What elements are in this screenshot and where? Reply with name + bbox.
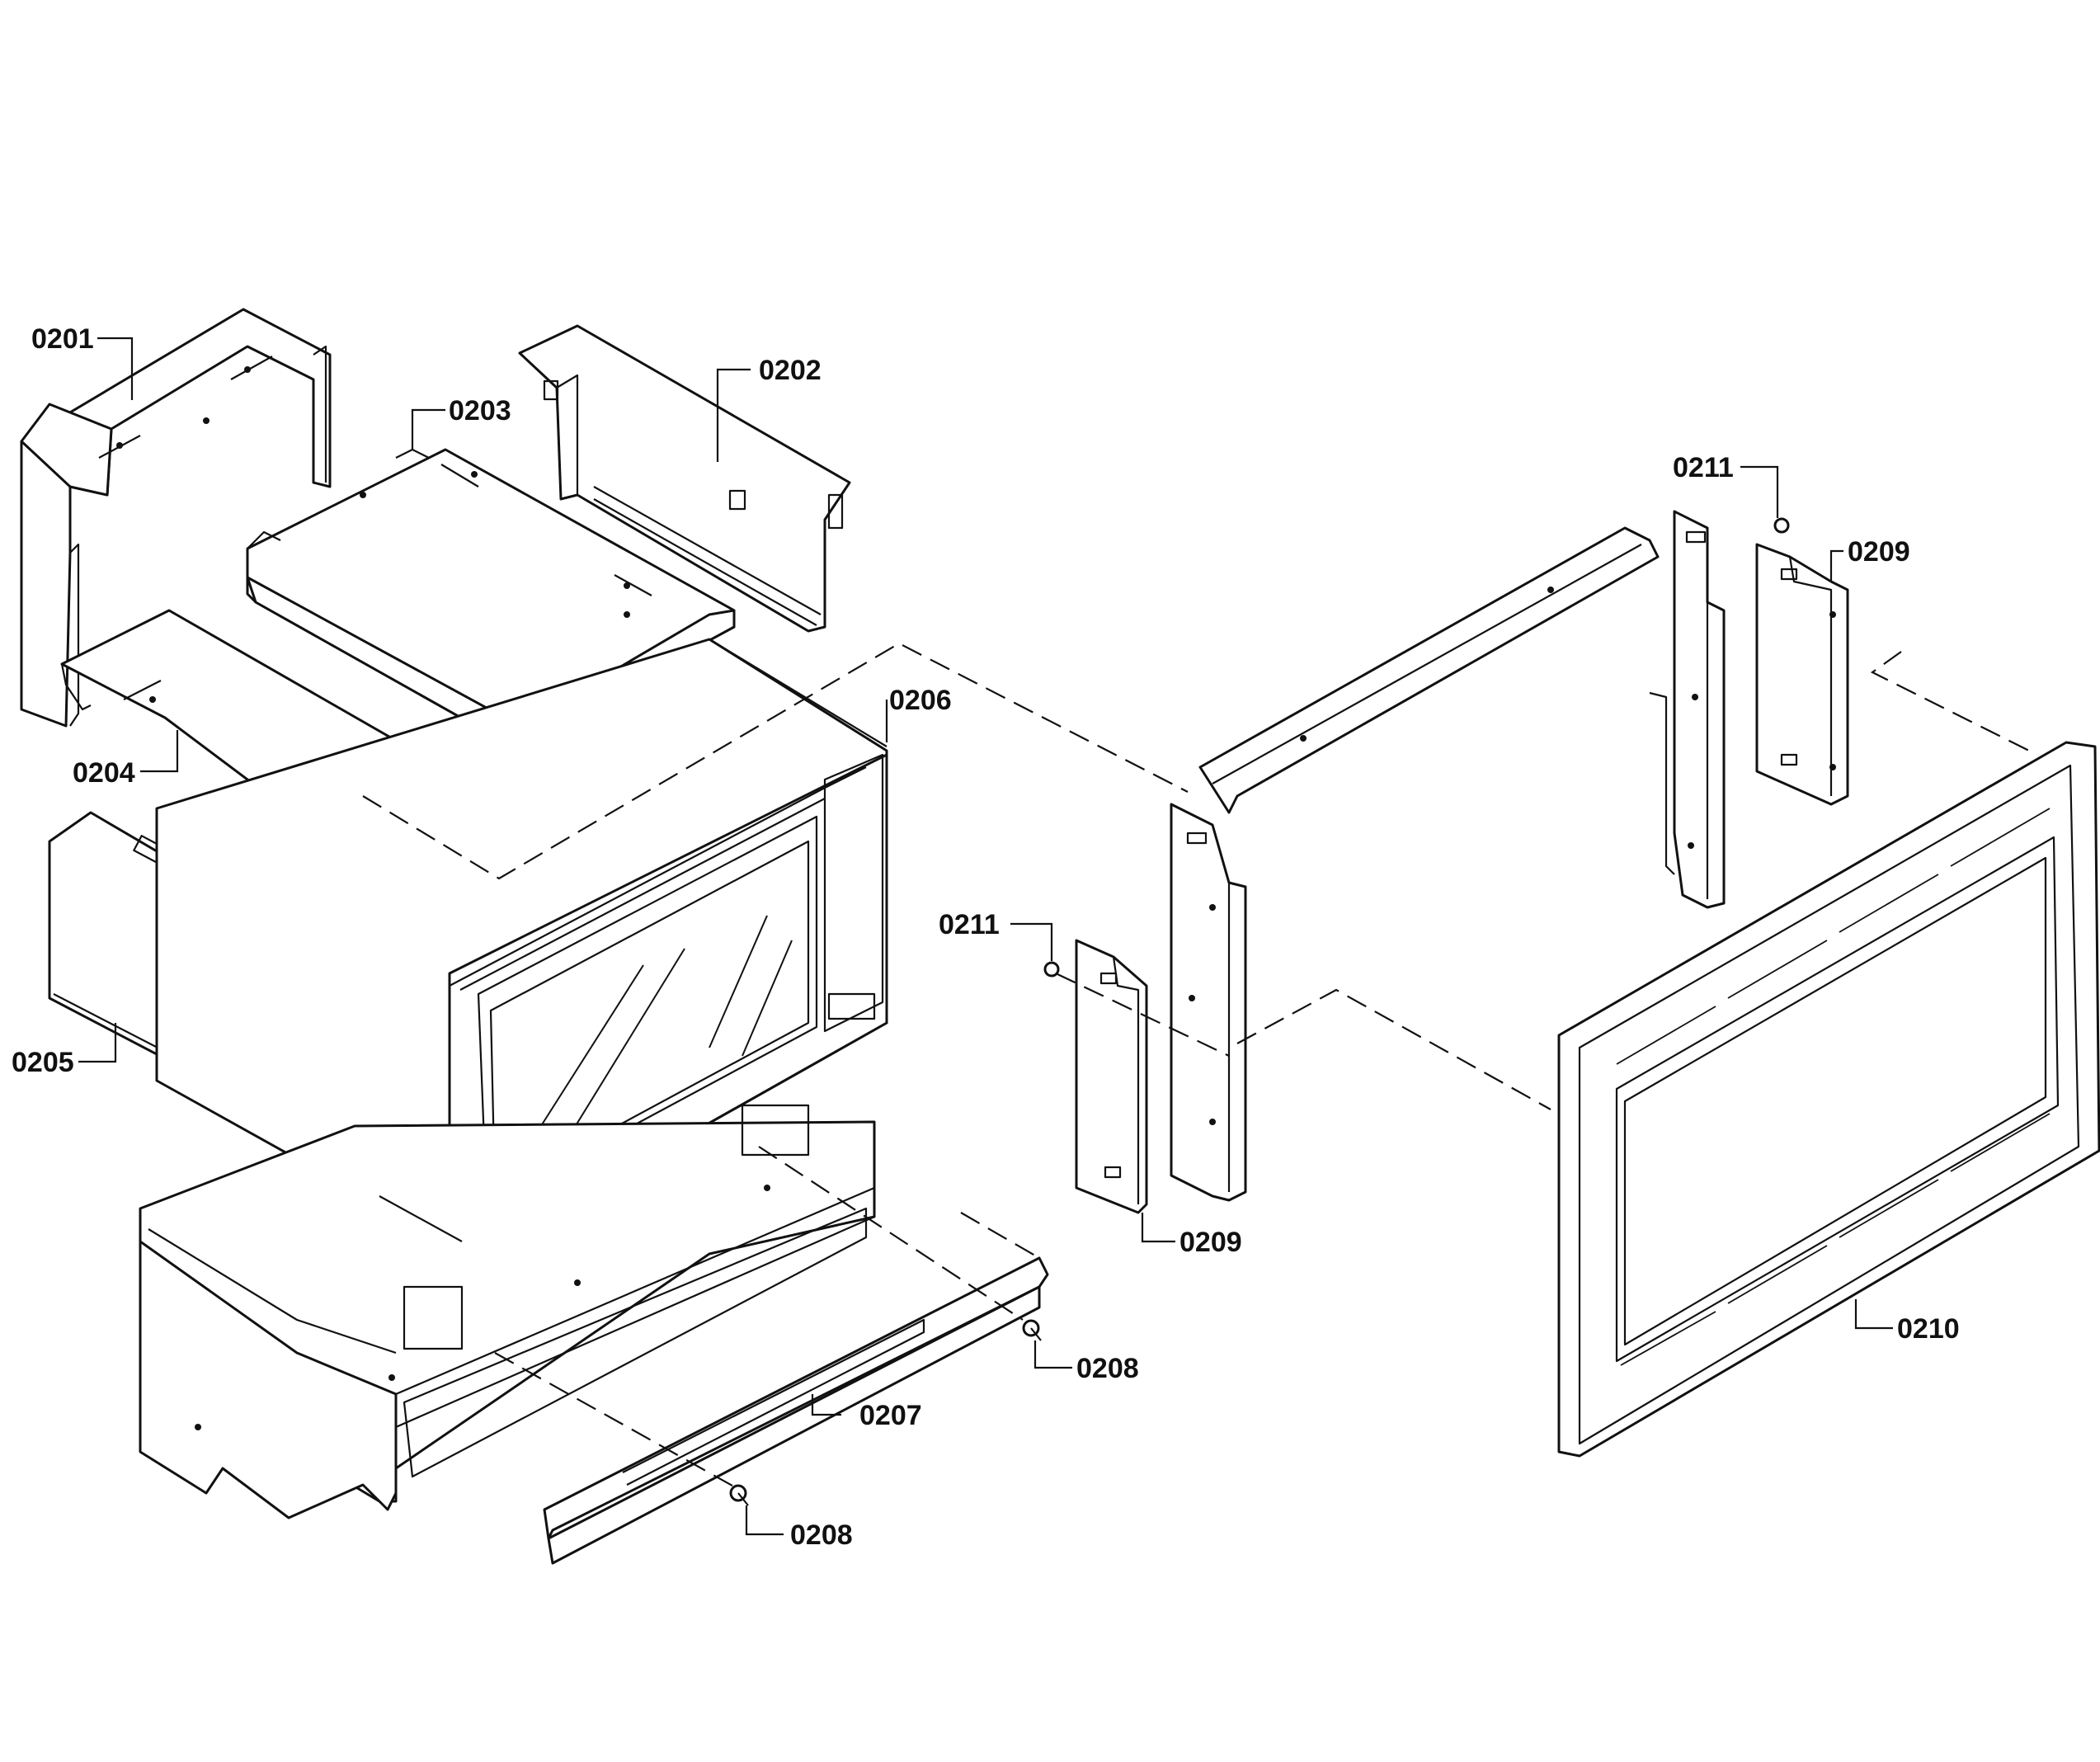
callout-0201: 0201 (31, 323, 94, 355)
part-0209-bracket-left (1075, 939, 1148, 1214)
callout-0211-right: 0211 (1673, 452, 1734, 483)
callout-0211-left: 0211 (939, 909, 1000, 940)
part-0202-rear-duct (518, 324, 851, 633)
callout-0205: 0205 (12, 1047, 74, 1078)
callout-0209-right: 0209 (1848, 536, 1910, 568)
bottom-tray-assembly (139, 1104, 876, 1519)
part-0211-screw-right (1773, 517, 1790, 534)
part-0208-screw-bottom (729, 1484, 749, 1506)
callout-0208-right: 0208 (1076, 1353, 1139, 1384)
callout-leaders (78, 337, 1893, 1536)
horizontal-rail-top (1198, 526, 1660, 814)
callout-0203: 0203 (449, 395, 511, 426)
callout-0207: 0207 (859, 1400, 922, 1431)
callout-labels: 0201 0202 0203 0204 0205 0206 0207 0208 … (12, 323, 1960, 1551)
part-0208-screw-right (1022, 1319, 1042, 1341)
vertical-rail-right (1649, 510, 1726, 909)
part-0207-bottom-trim (543, 1256, 1049, 1565)
part-0210-trim-frame (1557, 741, 2100, 1458)
callout-0204: 0204 (73, 757, 135, 789)
alignment-lines (362, 642, 2030, 1490)
part-0209-bracket-right (1755, 543, 1849, 806)
callout-0206: 0206 (889, 685, 952, 716)
callout-0202: 0202 (759, 355, 822, 386)
vertical-rail-left (1170, 803, 1247, 1202)
part-0211-screw-left (1043, 961, 1060, 978)
part-0201-duct-cover (20, 308, 332, 728)
callout-0210: 0210 (1897, 1313, 1960, 1345)
callout-0208-bottom: 0208 (790, 1519, 853, 1551)
callout-0209-left: 0209 (1179, 1227, 1242, 1258)
